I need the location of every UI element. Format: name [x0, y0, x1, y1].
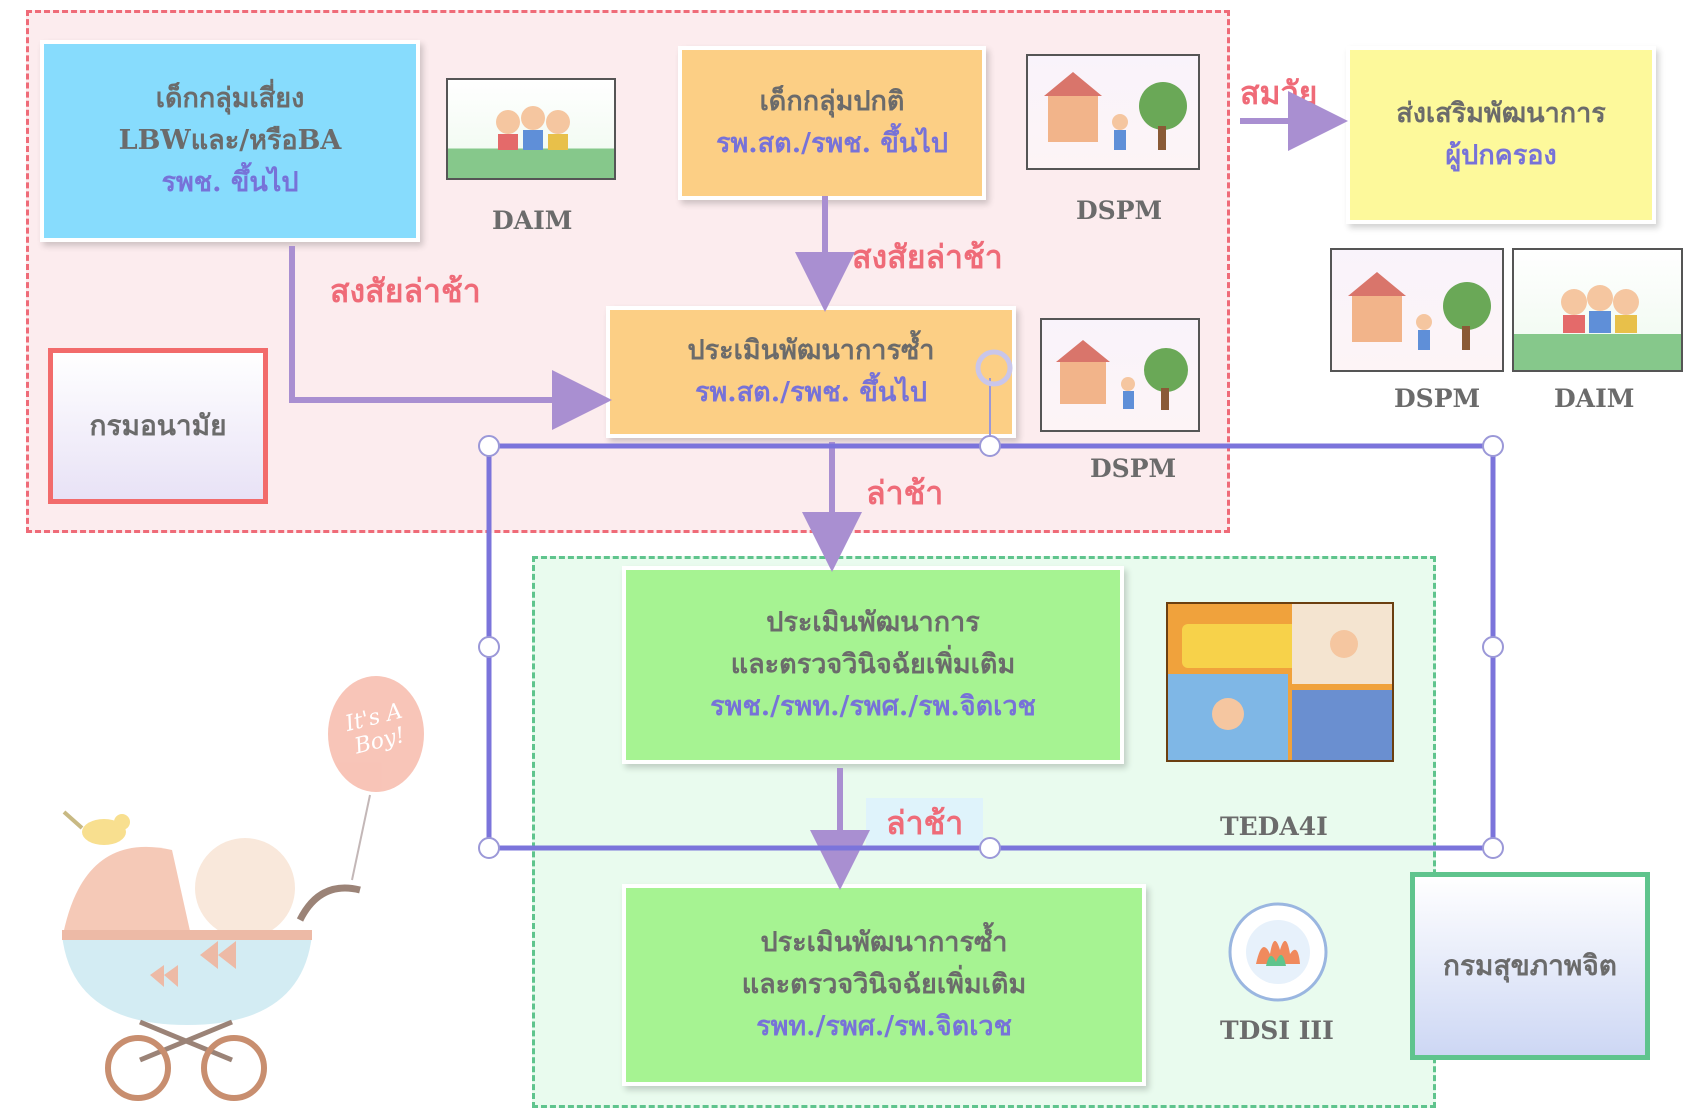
- daim-illustration-icon: [496, 106, 570, 150]
- reassess-diagnose-box[interactable]: ประเมินพัฒนาการซ้ำ และตรวจวินิจฉัยเพิ่มเ…: [622, 884, 1146, 1086]
- label-suspect-delay-left: สงสัยล่าช้า: [330, 272, 481, 310]
- reassess2-facility: รพท./รพศ./รพ.จิตเวช: [756, 1010, 1012, 1042]
- reassess-box[interactable]: ประเมินพัฒนาการซ้ำ รพ.สต./รพช. ขึ้นไป: [606, 306, 1016, 438]
- assess-facility: รพช./รพท./รพศ./รพ.จิตเวช: [710, 690, 1036, 722]
- reassess2-subtitle: และตรวจวินิจฉัยเพิ่มเติม: [741, 969, 1027, 1001]
- caption-teda4i: TEDA4I: [1220, 812, 1328, 841]
- label-delay-2: ล่าช้า: [866, 798, 984, 849]
- promote-development-box[interactable]: ส่งเสริมพัฒนาการ ผู้ปกครอง: [1346, 46, 1656, 224]
- teda4i-thumbnail: [1166, 602, 1394, 762]
- department-anamai[interactable]: กรมอนามัย: [48, 348, 268, 504]
- daim-thumbnail-right: [1512, 248, 1683, 372]
- caption-dspm-1: DSPM: [1076, 196, 1163, 225]
- baby-stroller-icon: [62, 676, 424, 1101]
- assess-diagnose-box[interactable]: ประเมินพัฒนาการ และตรวจวินิจฉัยเพิ่มเติม…: [622, 566, 1124, 764]
- daim-illustration-icon: [1561, 285, 1639, 333]
- hands-logo-icon: [1228, 902, 1328, 1002]
- reassess-title: ประเมินพัฒนาการซ้ำ: [687, 335, 935, 367]
- promote-title: ส่งเสริมพัฒนาการ: [1396, 98, 1606, 130]
- dspm-thumbnail-2: [1040, 318, 1200, 432]
- normal-group-box[interactable]: เด็กกลุ่มปกติ รพ.สต./รพช. ขึ้นไป: [678, 46, 986, 200]
- dspm-illustration-icon: [1056, 340, 1188, 410]
- arrow-risk-to-reassess: [289, 246, 612, 430]
- caption-daim-1: DAIM: [492, 206, 573, 235]
- promote-target: ผู้ปกครอง: [1445, 140, 1557, 171]
- reassess-facility: รพ.สต./รพช. ขึ้นไป: [694, 377, 928, 408]
- department-mental-health[interactable]: กรมสุขภาพจิต: [1410, 872, 1650, 1060]
- teda4i-illustration-icon: [1168, 604, 1392, 760]
- risk-group-box[interactable]: เด็กกลุ่มเสี่ยง LBWและ/หรือBA รพช. ขึ้นไ…: [40, 40, 420, 242]
- label-suspect-delay-mid: สงสัยล่าช้า: [852, 238, 1003, 276]
- selection-frame[interactable]: [478, 349, 1504, 859]
- dspm-illustration-icon: [1348, 272, 1491, 350]
- caption-dspm-right: DSPM: [1394, 384, 1481, 413]
- dspm-thumbnail-1: [1026, 54, 1200, 170]
- caption-daim-right: DAIM: [1554, 384, 1635, 413]
- normal-group-facility: รพ.สต./รพช. ขึ้นไป: [715, 128, 949, 159]
- dspm-thumbnail-right: [1330, 248, 1504, 372]
- caption-tdsi: TDSI III: [1220, 1016, 1334, 1045]
- risk-group-criteria: LBWและ/หรือBA: [118, 125, 342, 157]
- resize-handles[interactable]: [478, 435, 1504, 859]
- daim-thumbnail: [446, 78, 616, 180]
- normal-group-title: เด็กกลุ่มปกติ: [759, 86, 905, 118]
- assess-title: ประเมินพัฒนาการ: [766, 607, 980, 639]
- label-delay-1: ล่าช้า: [866, 474, 944, 512]
- assess-subtitle: และตรวจวินิจฉัยเพิ่มเติม: [730, 649, 1016, 681]
- caption-dspm-2: DSPM: [1090, 454, 1177, 483]
- dspm-illustration-icon: [1044, 72, 1187, 150]
- rotate-handle-icon[interactable]: [975, 349, 1013, 387]
- tdsi-logo: [1226, 902, 1330, 1002]
- reassess2-title: ประเมินพัฒนาการซ้ำ: [760, 927, 1008, 959]
- risk-group-facility: รพช. ขึ้นไป: [161, 166, 299, 198]
- risk-group-title: เด็กกลุ่มเสี่ยง: [155, 83, 305, 115]
